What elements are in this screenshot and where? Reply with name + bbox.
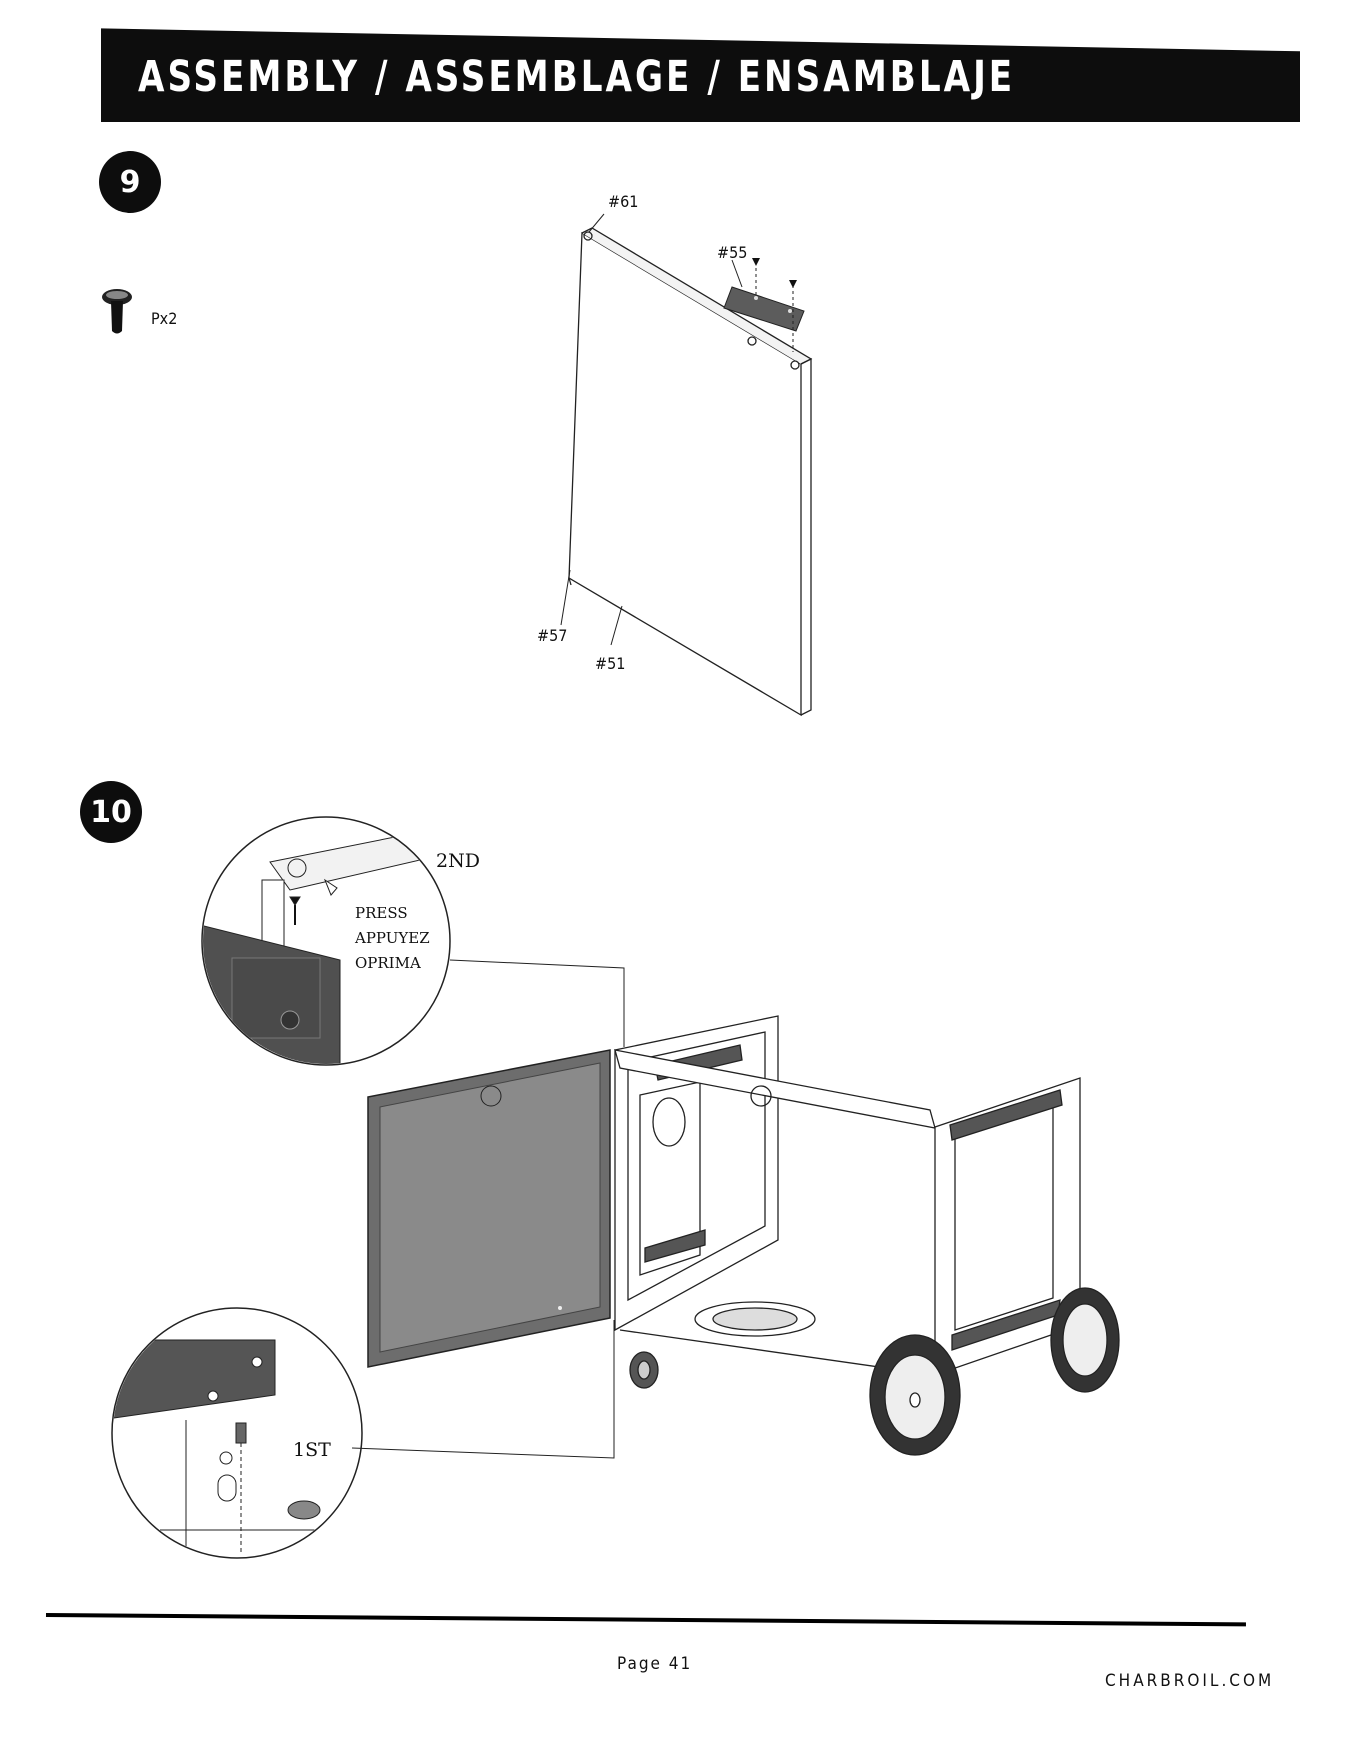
page-number: Page 41 (617, 1654, 692, 1674)
top-hinge-detail (200, 817, 450, 1080)
step-1st-label: 1ST (293, 1439, 331, 1461)
press-label-fr: APPUYEZ (355, 929, 430, 947)
website: CHARBROIL.COM (1105, 1671, 1274, 1691)
press-label-es: OPRIMA (355, 954, 421, 972)
press-label-en: PRESS (355, 904, 408, 922)
step-2nd-label: 2ND (436, 850, 480, 872)
open-door (368, 1050, 610, 1367)
grill-cart (615, 1016, 1080, 1375)
